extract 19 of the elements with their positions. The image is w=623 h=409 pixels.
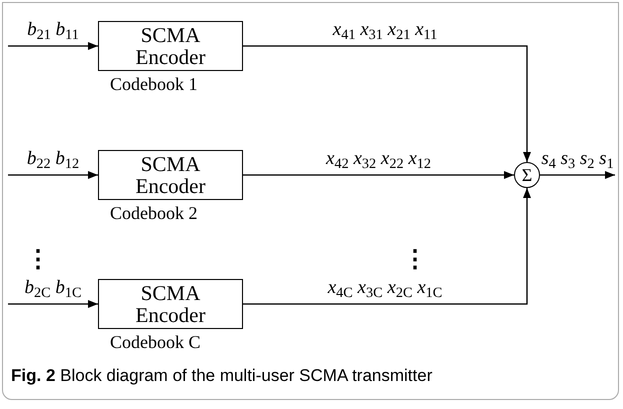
arrow [243,45,531,162]
edge-label: b$_{21}$ b$_{11}$ [25,19,81,41]
encoder-box: SCMA Encoder [98,21,243,71]
arrow [540,171,615,179]
arrow [8,42,98,50]
arrow [243,171,514,179]
encoder-box: SCMA Encoder [98,150,243,200]
vertical-ellipsis: ⋮ [403,247,427,273]
codebook-caption: Codebook C [110,332,201,352]
arrow [8,300,98,308]
vertical-ellipsis: ⋮ [26,247,50,273]
edge-label: b$_{22}$ b$_{12}$ [24,148,82,170]
edge-label: b$_{2C}$ b$_{1C}$ [22,277,84,299]
codebook-caption: Codebook 2 [110,203,198,223]
arrow [8,171,98,179]
figure-caption: Fig. 2 Block diagram of the multi-user SCMA transmitter [11,365,432,387]
codebook-caption: Codebook 1 [110,74,198,94]
encoder-box: SCMA Encoder [98,279,243,329]
arrow [243,188,531,305]
